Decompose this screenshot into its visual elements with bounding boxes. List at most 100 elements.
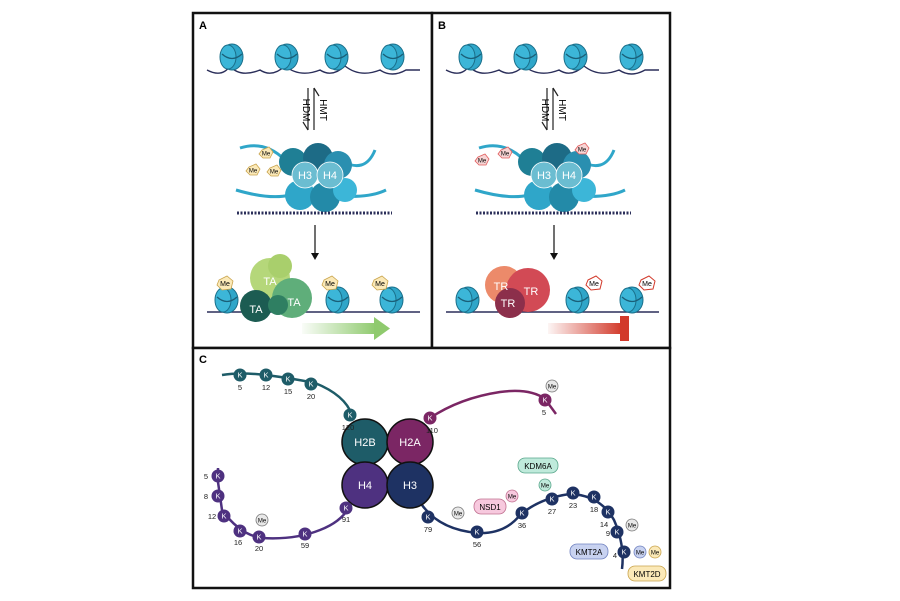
lysine-position-label: 9	[606, 529, 610, 538]
h3-label: H3	[298, 170, 312, 182]
hdm-label: HDM	[300, 99, 311, 122]
lysine-position-label: 5	[542, 408, 546, 417]
nucleosome-icon	[274, 43, 299, 71]
lysine-residue: K4	[613, 545, 631, 560]
lysine-letter: K	[237, 371, 242, 380]
svg-text:Me: Me	[262, 152, 271, 158]
hdm-label: HDM	[539, 99, 550, 122]
svg-text:Me: Me	[578, 148, 587, 154]
lysine-residue: K16	[233, 524, 247, 547]
lysine-letter: K	[256, 533, 261, 542]
lysine-marker	[252, 530, 266, 544]
nucleosome-icon	[380, 43, 405, 71]
lysine-marker	[423, 411, 437, 425]
lysine-letter: K	[474, 528, 479, 537]
svg-text:Me: Me	[258, 519, 267, 525]
hmt-label: HMT	[556, 99, 567, 121]
svg-text:Me: Me	[589, 281, 599, 288]
lysine-position-label: 14	[600, 520, 608, 529]
lysine-residue: K5	[204, 469, 225, 483]
lysine-marker	[304, 377, 318, 391]
transcription-repressor-complex: TR TR TR	[485, 266, 550, 318]
lysine-position-label: 56	[473, 540, 481, 549]
nucleosome-icon	[619, 43, 644, 71]
svg-text:NSD1: NSD1	[479, 503, 501, 512]
svg-text:Me: Me	[628, 524, 637, 530]
lysine-marker	[233, 524, 247, 538]
lysine-residue: K 59	[298, 527, 312, 550]
panel-c: C H2B H2A H4 H3 K5K12K15K20K120K110K5K5K…	[199, 354, 667, 582]
svg-text:KMT2D: KMT2D	[633, 570, 660, 579]
h2a-tail	[429, 389, 558, 420]
lysine-letter: K	[542, 396, 547, 405]
lysine-letter: K	[215, 472, 220, 481]
kmt2d-enzyme: KMT2D	[627, 565, 667, 582]
svg-text:Me: Me	[375, 281, 385, 288]
methyl-mark: Me	[258, 146, 274, 159]
methyl-mark: Me	[538, 478, 552, 492]
lysine-position-label: 20	[255, 544, 263, 553]
h3-core	[386, 461, 434, 509]
nucleosome-icon	[619, 286, 644, 314]
methyl-mark: Me	[266, 164, 282, 177]
methyl-mark: Me	[321, 275, 339, 291]
svg-text:Me: Me	[220, 281, 230, 288]
methyl-mark: Me	[216, 275, 234, 291]
methyl-mark: Me	[633, 545, 647, 559]
methyl-mark: Me	[585, 275, 603, 291]
lysine-position-label: 120	[342, 423, 355, 432]
h4-label: H4	[358, 480, 372, 492]
kdm6a-enzyme: KDM6A	[517, 457, 559, 474]
h3-label: H3	[403, 480, 417, 492]
lysine-position-label: 23	[569, 501, 577, 510]
nucleosome-icon	[458, 43, 483, 71]
lysine-position-label: 59	[301, 541, 309, 550]
lysine-position-label: 79	[424, 525, 432, 534]
lysine-letter: K	[302, 530, 307, 539]
h2a-label: H2A	[399, 437, 421, 449]
lysine-position-label: 5	[238, 383, 242, 392]
lysine-marker	[211, 469, 225, 483]
svg-text:Me: Me	[249, 169, 258, 175]
lysine-position-label: 12	[262, 383, 270, 392]
methyl-mark: Me	[255, 513, 269, 527]
lysine-letter: K	[263, 371, 268, 380]
lysine-position-label: 5	[204, 472, 208, 481]
svg-text:Me: Me	[651, 551, 660, 557]
lysine-position-label: 110	[426, 426, 438, 435]
lysine-marker	[545, 492, 559, 506]
nucleosome-icon	[455, 286, 480, 314]
lysine-marker	[298, 527, 312, 541]
panel-b: B HDM HMT H3 H4 Me	[438, 20, 659, 341]
methyl-mark: Me	[497, 146, 513, 159]
lysine-residue: K 56	[470, 525, 484, 549]
svg-text:Me: Me	[501, 152, 510, 158]
nucleosome-icon	[563, 43, 588, 71]
panel-b-letter: B	[438, 20, 446, 32]
tr-label: TR	[501, 298, 516, 310]
lysine-letter: K	[549, 495, 554, 504]
methyl-mark: Me	[371, 275, 389, 291]
lysine-letter: K	[343, 504, 348, 513]
h4-label: H4	[323, 170, 337, 182]
methyl-mark: Me	[451, 506, 465, 520]
h3-label: H3	[537, 170, 551, 182]
panel-c-letter: C	[199, 354, 207, 366]
methyl-mark: Me	[474, 153, 490, 166]
transcription-activator-complex: TA TA TA	[240, 254, 312, 322]
activation-arrow-icon	[302, 323, 376, 334]
lysine-marker	[587, 490, 601, 504]
svg-text:KMT2A: KMT2A	[576, 548, 603, 557]
lysine-residue: K12	[208, 509, 231, 523]
lysine-residue: K8	[204, 489, 225, 503]
kmt2a-enzyme: KMT2A	[569, 543, 609, 560]
lysine-position-label: 16	[234, 538, 242, 547]
histone-octamer: H3 H4	[235, 143, 387, 212]
svg-text:Me: Me	[636, 551, 645, 557]
lysine-letter: K	[221, 512, 226, 521]
lysine-letter: K	[614, 528, 619, 537]
repression-bar-icon	[548, 323, 622, 334]
lysine-position-label: 91	[342, 515, 350, 524]
